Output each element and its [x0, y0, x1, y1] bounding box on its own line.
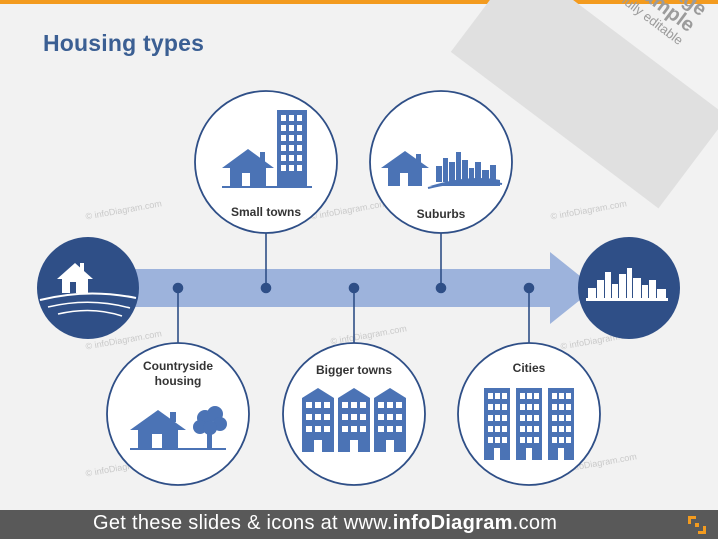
node-suburbs	[369, 90, 513, 234]
apartment-windows	[306, 402, 402, 452]
ground-line	[222, 186, 312, 188]
label-countryside: Countryside housing	[128, 359, 228, 389]
house-icon	[130, 410, 186, 448]
footer-banner: Get these slides & icons at www.infoDiag…	[0, 510, 718, 539]
skyline-icon	[427, 152, 503, 189]
top-accent-line	[0, 0, 718, 4]
city-skyline-icon	[586, 268, 668, 301]
footer-text[interactable]: Get these slides & icons at www.infoDiag…	[93, 512, 557, 535]
tower-windows	[488, 393, 571, 460]
connector-dot	[348, 282, 360, 294]
tree-icon	[193, 406, 227, 448]
connector-dot	[435, 282, 447, 294]
footer-suffix: .com	[512, 512, 558, 534]
house-icon	[222, 149, 274, 186]
label-cities: Cities	[512, 361, 546, 375]
connector-dot	[260, 282, 272, 294]
page-title: Housing types	[43, 30, 205, 56]
footer-prefix: Get these slides & icons at www.	[93, 512, 393, 534]
timeline-arrow	[130, 252, 595, 324]
infodiagram-logo-icon	[688, 516, 706, 534]
label-bigger-towns: Bigger towns	[315, 363, 392, 377]
label-small-towns: Small towns	[230, 205, 301, 219]
skyscraper-icon	[277, 110, 307, 186]
connector-dot	[172, 282, 184, 294]
farmhouse-icon	[39, 263, 137, 317]
label-countryside-line2: housing	[154, 374, 202, 388]
ground-line	[130, 448, 226, 450]
label-suburbs: Suburbs	[416, 207, 466, 221]
house-icon	[381, 151, 429, 186]
footer-brand: infoDiagram	[392, 512, 513, 534]
label-countryside-line1: Countryside	[142, 359, 213, 373]
connector-dot	[523, 282, 535, 294]
